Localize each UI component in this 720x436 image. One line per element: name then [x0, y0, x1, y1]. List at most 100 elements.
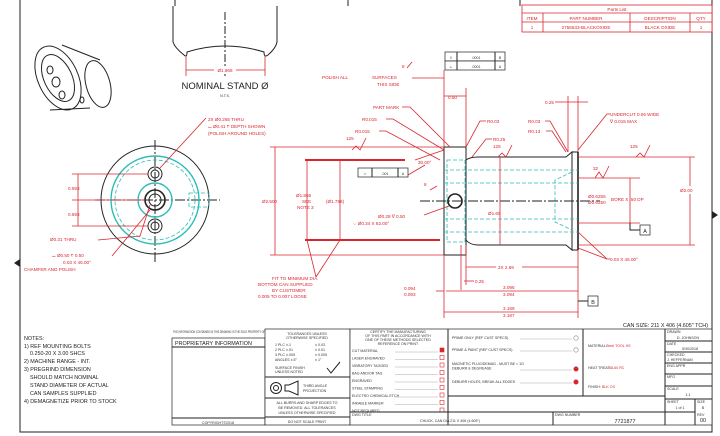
cert-checkbox[interactable]	[439, 392, 445, 398]
drawn-label: DRAWN	[667, 330, 681, 334]
cert-header: REFERENCE ON PRINT	[378, 342, 419, 346]
date-label: DATE	[667, 342, 677, 346]
cert-item: LASER ENGRAVED	[352, 355, 445, 361]
scale-value: 1:1	[686, 393, 691, 397]
svg-text:8: 8	[424, 182, 427, 187]
parts-list-cell: BLACK OXIDE	[645, 25, 676, 30]
dim-025-bottom: 0.25	[475, 279, 484, 284]
cert-item-label: VIBRATORY TAGGED	[352, 364, 389, 368]
gdt-frame-flatness: ⌭ .001 A	[357, 164, 426, 178]
undercut-note: ∇ 0.015 MAX	[609, 119, 637, 124]
cert-item-label: CUT MATERIAL	[352, 349, 378, 353]
projection-label: PROJECTION	[303, 389, 327, 393]
drawing-frame	[14, 0, 718, 433]
note-line: SHOULD MATCH NOMINAL	[30, 375, 99, 381]
notes: NOTES: 1) REF MOUNTING BOLTS 0.250-20 X …	[24, 336, 117, 405]
cert-item-label: INKABLE MARKER	[352, 402, 384, 406]
burrs-note: UNLESS OTHERWISE SPECIFIED	[278, 411, 335, 415]
svg-text:.001: .001	[382, 172, 389, 176]
process-checkbox[interactable]	[573, 379, 579, 385]
cert-checkbox[interactable]	[439, 407, 445, 413]
svg-text:A: A	[499, 65, 502, 69]
dim-050: 0.50	[448, 95, 457, 100]
cert-checkbox[interactable]	[439, 347, 445, 353]
datum-a: A	[643, 229, 647, 235]
dim-0094: 0.094	[404, 286, 416, 291]
svg-text:125: 125	[630, 144, 638, 149]
bore-note: BORE X .50 DP	[611, 197, 644, 202]
cert-checkbox[interactable]	[439, 400, 445, 405]
tolerances-title: TOLERANCES UNLESS	[287, 332, 327, 336]
dim-3096: 3.096	[503, 285, 515, 290]
tolerance-value: ± 0.005	[315, 353, 327, 357]
holes-note: ⌴ Ø0.41 ∇ DEPTH SHOWN	[208, 124, 265, 129]
material-label: MATERIAL:	[588, 344, 607, 348]
radius-label: R0.13	[528, 129, 541, 134]
drawn-by: D. JOHNSON	[677, 336, 700, 340]
fit-note: FIT TO MINIMUM DIA.	[272, 276, 318, 281]
process-checkbox[interactable]	[573, 366, 579, 372]
process-item-label: DEBURR HOLES, BREAK ALL EDGES	[452, 380, 516, 384]
dwg-title: CHUCK, CAN DIA 211 X 406 (4.605")	[420, 419, 480, 423]
cert-item: VIBRATORY TAGGED	[352, 362, 445, 368]
svg-text:⊥: ⊥	[449, 65, 453, 69]
checked-label: CHECKED	[667, 353, 685, 357]
svg-text:.0001: .0001	[472, 56, 481, 60]
tolerance-value: ± 0.01	[315, 348, 325, 352]
svg-text:125: 125	[346, 136, 354, 141]
cert-checkbox[interactable]	[439, 362, 445, 368]
dia-1866: Ø1.866	[296, 193, 312, 198]
cert-checkbox[interactable]	[439, 385, 445, 390]
cert-checkbox[interactable]	[439, 377, 445, 383]
fit-note: BY CUSTOMER	[272, 288, 306, 293]
process-checkbox[interactable]	[573, 335, 579, 341]
cert-checkbox[interactable]	[439, 370, 445, 375]
dwg-title-label: DWG TITLE	[352, 413, 372, 417]
note-line: STAND DIAMETER OF ACTUAL	[30, 383, 109, 389]
notes-title: NOTES:	[24, 336, 44, 342]
part-mark-label: PART MARK	[373, 105, 400, 110]
cert-checkbox[interactable]	[439, 355, 445, 360]
finish-symbol-125: 125	[346, 136, 367, 151]
cert-header: ONE OF THESE METHODS SELECTED	[365, 338, 431, 342]
dim-3094: 3.094	[503, 292, 515, 297]
cert-item-label: ENGRAVED	[352, 379, 372, 383]
do-not-scale: DO NOT SCALE PRINT	[288, 420, 327, 424]
polish-note: POLISH ALL	[322, 75, 348, 80]
checked-by: J. HEFFERNAN	[667, 358, 693, 362]
polish-note: THIS SIDE	[377, 82, 399, 87]
finish-symbol-32: 32	[593, 165, 610, 179]
cert-item: ENGRAVED	[352, 377, 445, 383]
cert-item-label: LASER ENGRAVED	[352, 357, 385, 361]
cert-item: STEEL STAMPING	[352, 385, 445, 391]
svg-text:125: 125	[493, 144, 501, 149]
finish-symbol-125: 125	[493, 144, 513, 158]
svg-text:A: A	[402, 172, 405, 176]
cert-item: INKABLE MARKER	[352, 400, 445, 406]
cert-header: OF THIS PART IN ACCORDANCE WITH	[365, 334, 431, 338]
tolerance-row: 1 PLC ±.1	[275, 343, 291, 347]
side-hole-note: Ø0.28 ∇ 0.50	[378, 214, 406, 219]
parts-list-header: PART NUMBER	[570, 16, 604, 21]
process-item: PRIME & PAINT (REF CUST SPECS)	[452, 347, 579, 353]
process-checkbox[interactable]	[573, 347, 579, 353]
undercut-note: UNDERCUT 0.06 WIDE	[610, 112, 659, 117]
cert-item-label: NOT REQUIRED	[352, 409, 380, 413]
parts-list-header: QTY	[696, 16, 705, 21]
copyright: COPYRIGHT©2018	[202, 421, 234, 425]
heat-treat-value: 58-60 RC	[609, 366, 625, 370]
dim-0593-bottom: 0.593	[68, 212, 80, 217]
front-view: 0.593 0.593 Ø0.31 THRU ⌴ Ø0.50 ∇ 0.50 0.…	[24, 117, 266, 272]
heat-treat-label: HEAT TREAT:	[588, 366, 611, 370]
dia-1866-see: SEE	[302, 199, 311, 204]
bore-dia-max: Ø0.6255	[588, 194, 606, 199]
cert-item-label: ELECTRO CHEMICAL ETCH	[352, 394, 400, 398]
dwg-number: 7721877	[615, 419, 636, 425]
rev-label: REV	[697, 413, 705, 417]
nts-label: N.T.S.	[220, 94, 230, 98]
radius-label: R0.25	[493, 137, 506, 142]
parts-list: Parts List ITEM PART NUMBER DESCRIPTION …	[521, 4, 713, 33]
tolerance-value: ± 0.03	[315, 343, 325, 347]
process-item-label: DEBURR & DEGREASE	[452, 367, 492, 371]
finish-symbol-8: 8	[424, 182, 438, 191]
